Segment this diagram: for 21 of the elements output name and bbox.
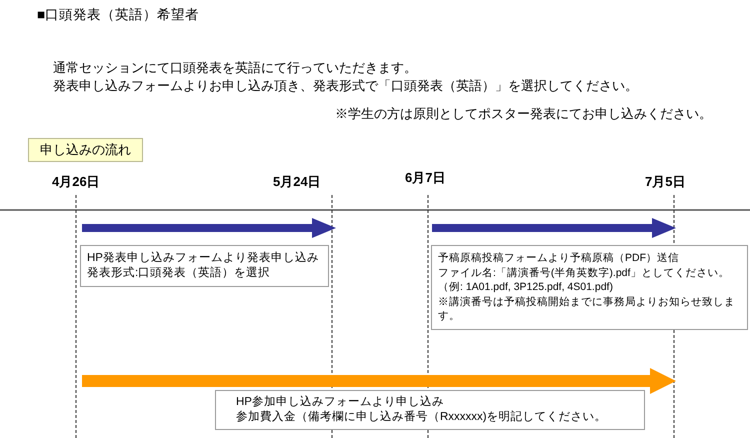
box-text: 予稿原稿投稿フォームより予稿原稿（PDF）送信: [438, 251, 680, 266]
box-text: HP参加申し込みフォームより申し込み: [236, 395, 445, 410]
info-box: [215, 390, 645, 430]
date-label: 5月24日: [273, 174, 321, 190]
date-label: 6月7日: [405, 170, 446, 186]
box-text: 発表形式:口頭発表（英語）を選択: [87, 266, 272, 281]
date-label: 4月26日: [52, 174, 100, 190]
box-text: 申し込みの流れ: [39, 142, 132, 158]
box-text: HP発表申し込みフォームより発表申し込み: [87, 251, 320, 266]
body-text: 通常セッションにて口頭発表を英語にて行っていただきます。: [53, 60, 417, 76]
info-box: [431, 245, 748, 330]
box-text: 参加費入金（備考欄に申し込み番号（Rxxxxxx)を明記してください。: [236, 410, 608, 425]
box-text: （例: 1A01.pdf, 3P125.pdf, 4S01.pdf): [438, 280, 614, 294]
title: ■口頭発表（英語）希望者: [37, 7, 200, 23]
body-text: 発表申し込みフォームよりお申し込み頂き、発表形式で「口頭発表（英語）」を選択してください。: [53, 78, 638, 94]
box-text: ファイル名:「講演番号(半角英数字).pdf」としてください。: [438, 266, 730, 280]
info-box: [80, 245, 329, 287]
note-text: ※学生の方は原則としてポスター発表にてお申し込みください。: [335, 106, 712, 122]
section-label-box: [28, 138, 143, 162]
box-text: ※講演番号は予稿投稿開始までに事務局よりお知らせ致します。: [438, 294, 736, 324]
date-label: 7月5日: [645, 174, 686, 190]
